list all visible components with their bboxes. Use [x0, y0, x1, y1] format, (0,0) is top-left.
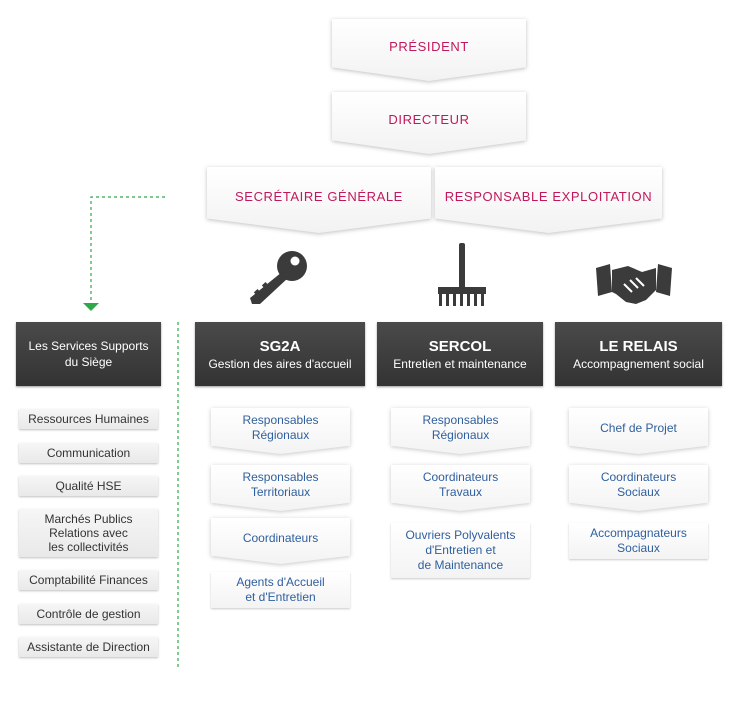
directeur-box: DIRECTEUR	[332, 92, 526, 154]
lerelais-item-chef-de-projet: Chef de Projet	[569, 408, 708, 454]
sg2a-item-label: Responsables Régionaux	[211, 408, 350, 454]
sercol-subtitle: Entretien et maintenance	[393, 356, 527, 371]
secretaire-label: SECRÉTAIRE GÉNÉRALE	[207, 167, 431, 233]
support-item-label: Assistante de Direction	[27, 640, 150, 654]
support-item-label: Ressources Humaines	[28, 412, 149, 426]
sercol-header: SERCOL Entretien et maintenance	[377, 322, 543, 386]
support-item-label: Comptabilité Finances	[29, 573, 148, 587]
responsable-label: RESPONSABLE EXPLOITATION	[435, 167, 662, 233]
lerelais-item-label: Chef de Projet	[569, 408, 708, 454]
sg2a-item-agents: Agents d'Accueil et d'Entretien	[211, 572, 350, 608]
sg2a-item-responsables-territoriaux: Responsables Territoriaux	[211, 465, 350, 511]
handshake-icon	[596, 264, 672, 304]
directeur-label: DIRECTEUR	[332, 92, 526, 154]
key-icon	[250, 251, 307, 304]
support-item-label: Contrôle de gestion	[36, 607, 141, 621]
support-item-label: Marchés Publics Relations avec les colle…	[44, 512, 133, 554]
sg2a-item-responsables-regionaux: Responsables Régionaux	[211, 408, 350, 454]
support-item-communication: Communication	[19, 443, 158, 463]
support-item-label: Qualité HSE	[55, 479, 122, 493]
sercol-item-label: Ouvriers Polyvalents d'Entretien et de M…	[405, 528, 516, 572]
sercol-item-label: Responsables Régionaux	[391, 408, 530, 454]
president-label: PRÉSIDENT	[332, 19, 526, 81]
sg2a-subtitle: Gestion des aires d'accueil	[208, 356, 352, 371]
sg2a-item-label: Responsables Territoriaux	[211, 465, 350, 511]
sg2a-header: SG2A Gestion des aires d'accueil	[195, 322, 365, 386]
support-item-label: Communication	[46, 446, 131, 460]
sg2a-item-label: Coordinateurs	[211, 518, 350, 564]
lerelais-item-coordinateurs-sociaux: Coordinateurs Sociaux	[569, 465, 708, 511]
lerelais-item-label: Coordinateurs Sociaux	[569, 465, 708, 511]
responsable-box: RESPONSABLE EXPLOITATION	[435, 167, 662, 233]
sercol-title: SERCOL	[428, 337, 492, 355]
sercol-item-responsables-regionaux: Responsables Régionaux	[391, 408, 530, 454]
lerelais-subtitle: Accompagnement social	[573, 356, 704, 371]
support-header: Les Services Supports du Siège	[16, 322, 161, 386]
support-item-controle: Contrôle de gestion	[19, 604, 158, 624]
sercol-item-label: Coordinateurs Travaux	[391, 465, 530, 511]
support-item-compta: Comptabilité Finances	[19, 570, 158, 590]
lerelais-item-accompagnateurs: Accompagnateurs Sociaux	[569, 523, 708, 559]
lerelais-item-label: Accompagnateurs Sociaux	[590, 526, 687, 555]
support-arrowhead	[83, 303, 99, 311]
sercol-item-coordinateurs-travaux: Coordinateurs Travaux	[391, 465, 530, 511]
lerelais-title: LE RELAIS	[599, 337, 678, 355]
support-item-marches: Marchés Publics Relations avec les colle…	[19, 509, 158, 557]
support-item-rh: Ressources Humaines	[19, 409, 158, 429]
support-title: Les Services Supports du Siège	[28, 339, 149, 369]
lerelais-header: LE RELAIS Accompagnement social	[555, 322, 722, 386]
sercol-item-ouvriers: Ouvriers Polyvalents d'Entretien et de M…	[391, 523, 530, 578]
president-box: PRÉSIDENT	[332, 19, 526, 81]
sg2a-item-label: Agents d'Accueil et d'Entretien	[236, 575, 325, 604]
support-item-hse: Qualité HSE	[19, 476, 158, 496]
support-item-assistante: Assistante de Direction	[19, 637, 158, 657]
sg2a-item-coordinateurs: Coordinateurs	[211, 518, 350, 564]
support-connector	[90, 196, 165, 303]
secretaire-box: SECRÉTAIRE GÉNÉRALE	[207, 167, 431, 233]
rake-icon	[438, 243, 486, 306]
sg2a-title: SG2A	[259, 337, 301, 355]
